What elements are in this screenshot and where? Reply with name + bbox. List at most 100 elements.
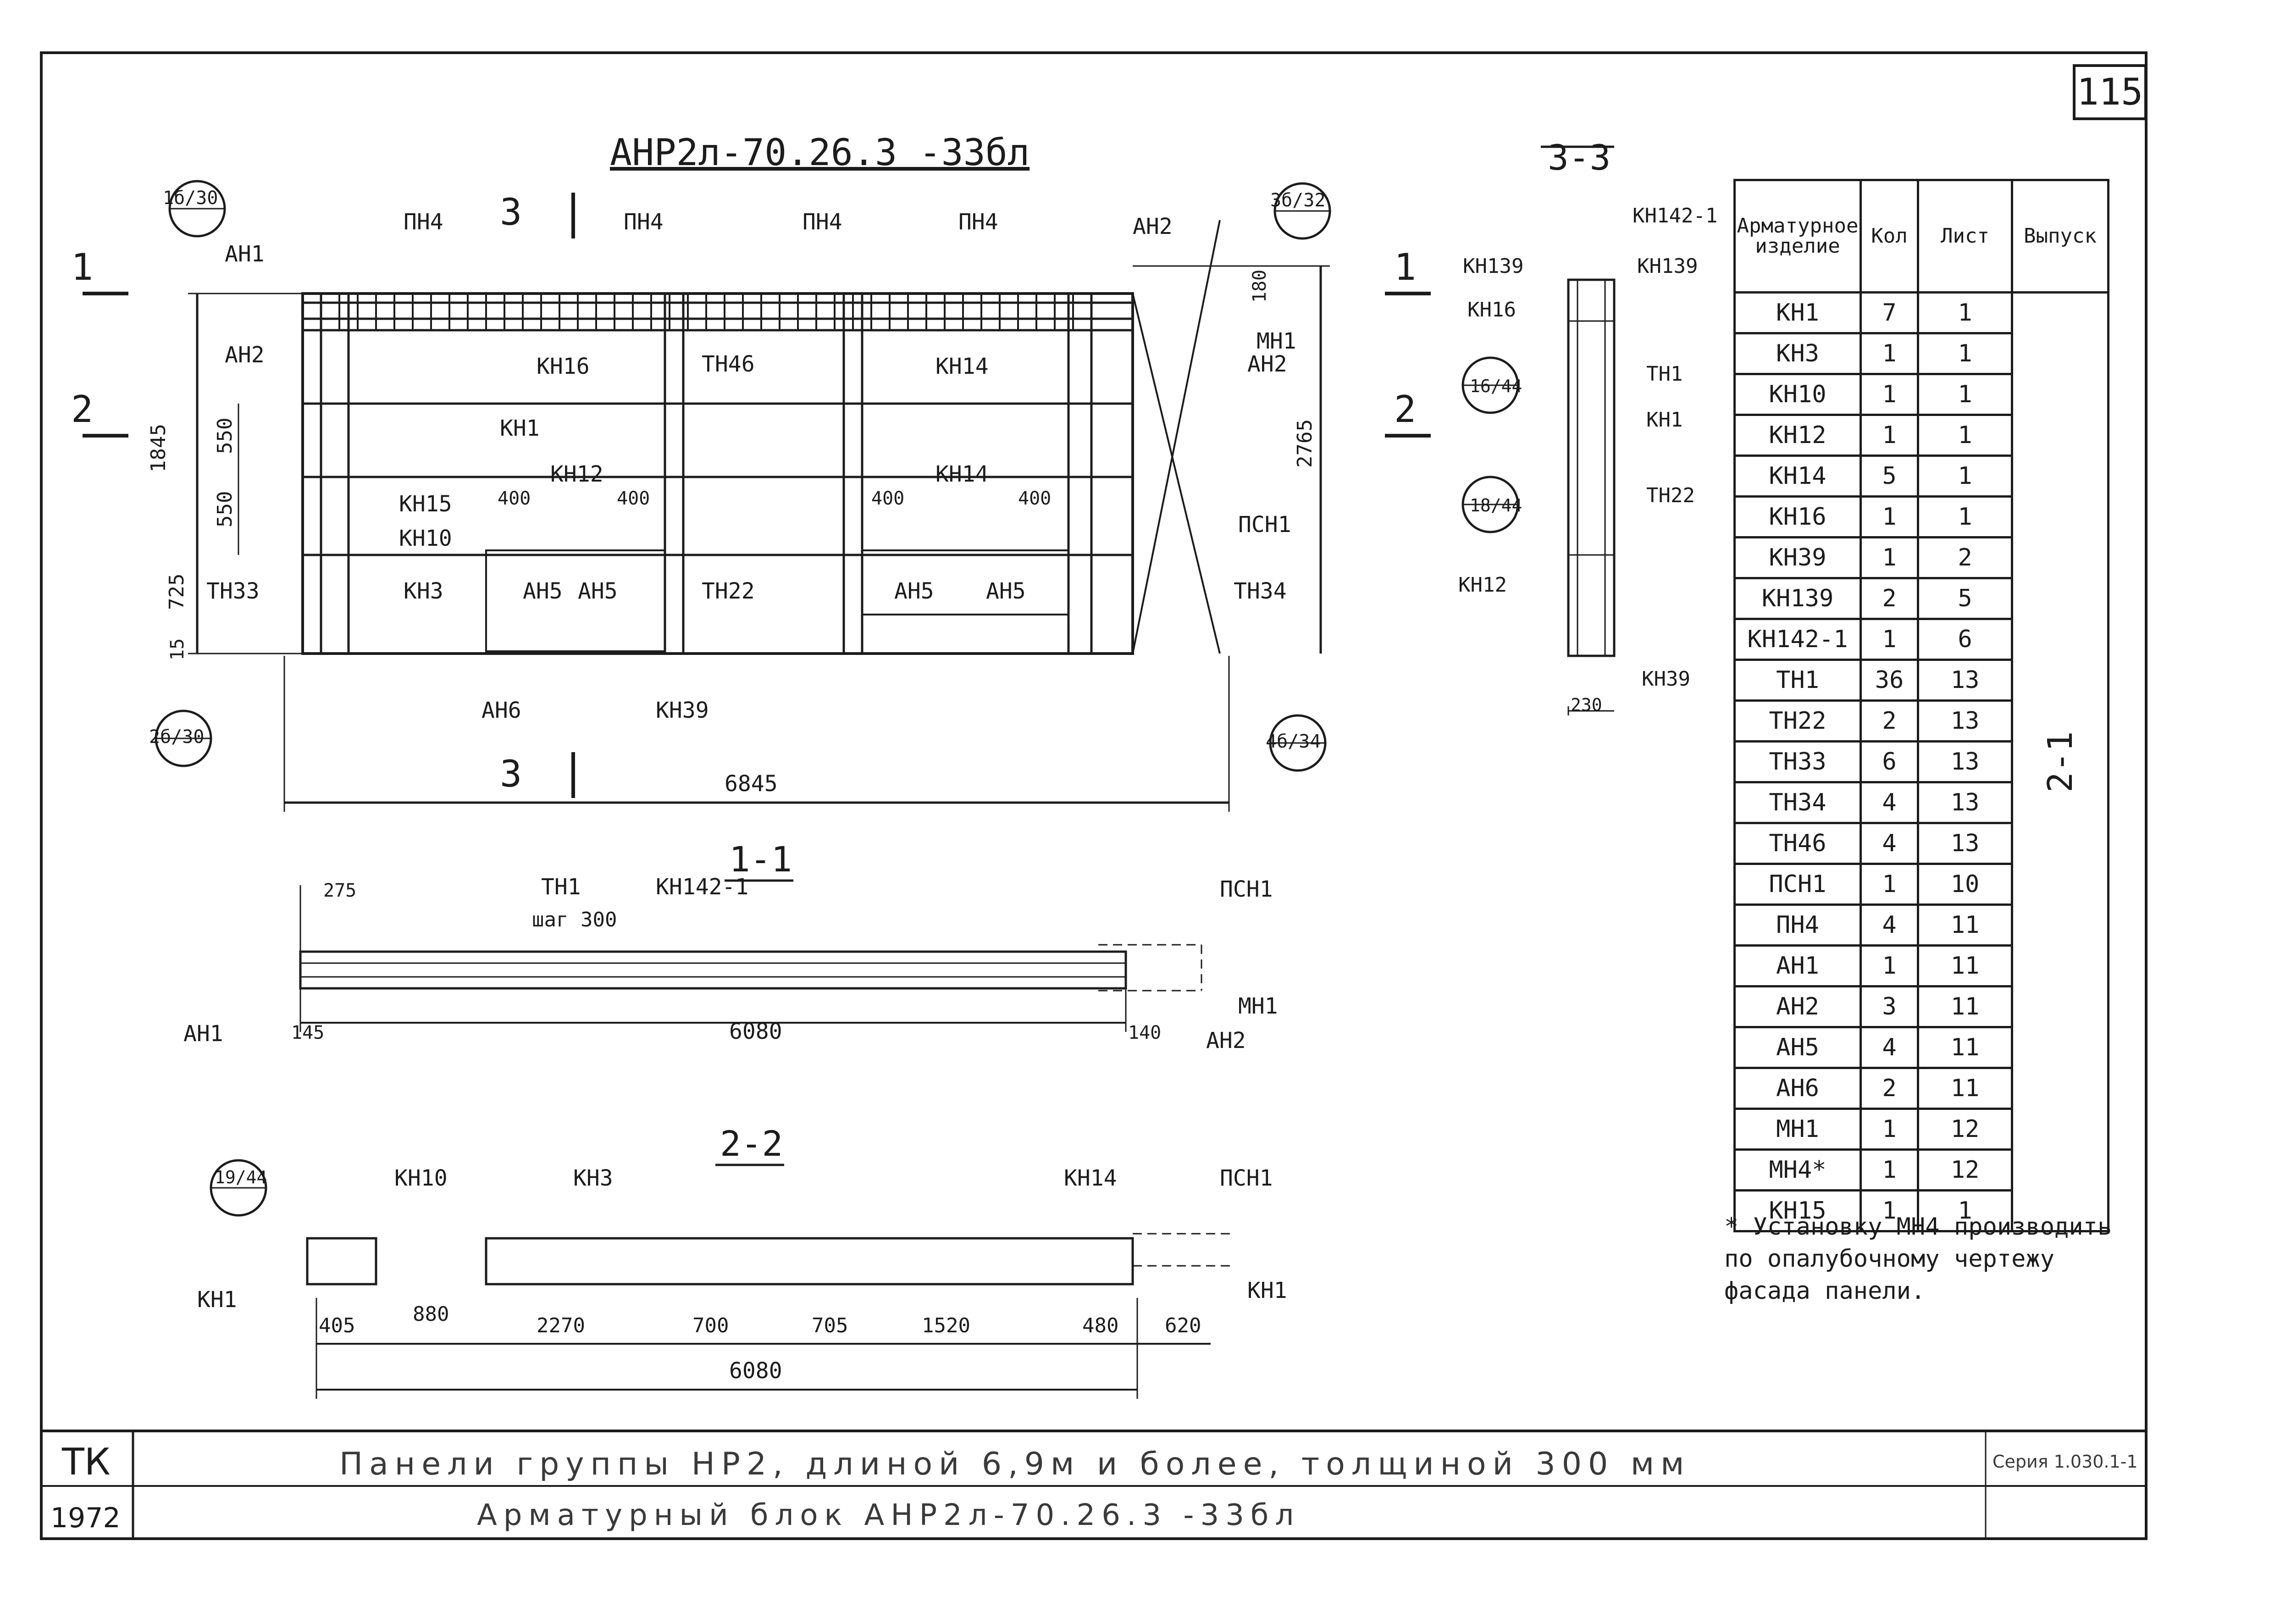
section-1-1-view	[299, 879, 1202, 1032]
spec-sheet-cell: 1	[1917, 291, 2013, 334]
s33-label-tn22: ТН22	[1646, 484, 1695, 507]
s11-label-mn1: МН1	[1238, 993, 1278, 1019]
spec-qty-cell: 1	[1860, 414, 1919, 457]
spec-qty-cell: 36	[1860, 659, 1919, 702]
spec-qty-cell: 1	[1860, 373, 1919, 416]
s11-dim-140: 140	[1128, 1022, 1161, 1043]
s11-label-psn1: ПСН1	[1220, 876, 1273, 902]
spec-sheet-cell: 11	[1917, 903, 2013, 947]
s22-label-kn14: КН14	[1064, 1165, 1117, 1191]
s22-dim-6080: 6080	[729, 1358, 782, 1384]
spec-item-cell: КН39	[1733, 536, 1862, 579]
label-mn1: МН1	[1256, 328, 1296, 354]
stamp-line1: Панели группы НР2, длиной 6,9м и более, …	[339, 1446, 1690, 1482]
ref-circle-1b30: 1б/30	[163, 188, 218, 209]
s22-dim-700: 700	[692, 1314, 729, 1337]
spec-item-cell: КН10	[1733, 373, 1862, 416]
spec-sheet-cell: 11	[1917, 985, 2013, 1028]
s33-label-kn16: КН16	[1467, 298, 1516, 321]
s22-dim-405: 405	[319, 1314, 355, 1337]
section-mark-2-right: 2	[1394, 388, 1416, 431]
label-tn34: ТН34	[1234, 578, 1287, 604]
section-mark-3-bottom: 3	[500, 753, 522, 795]
label-pn4-4: ПН4	[958, 209, 998, 235]
section-mark-2-left: 2	[71, 388, 93, 431]
s33-ref-16-44: 16/44	[1470, 376, 1522, 396]
section-mark-3-top: 3	[500, 191, 522, 233]
label-kn14-1: КН14	[935, 354, 989, 379]
spec-issue-cell: 2-1	[2012, 292, 2109, 1231]
spec-sheet-cell: 10	[1917, 863, 2013, 906]
spec-header-issue: Выпуск	[2011, 179, 2109, 294]
label-an5-1: АН5	[523, 578, 563, 604]
s33-label-kn1: КН1	[1646, 408, 1683, 432]
spec-item-cell: КН1	[1733, 291, 1862, 334]
spec-sheet-cell: 13	[1917, 699, 2013, 743]
label-kn1: КН1	[500, 416, 540, 441]
spec-sheet-cell: 13	[1917, 740, 2013, 783]
spec-item-cell: АН6	[1733, 1067, 1862, 1110]
s11-label-tn1: ТН1	[541, 874, 581, 900]
section-3-3-view	[1461, 145, 1616, 715]
s33-label-kn39: КН39	[1642, 667, 1690, 691]
ref-circle-4b34: 4б/34	[1266, 731, 1321, 752]
s22-dim-705: 705	[812, 1314, 848, 1337]
spec-item-cell: АН2	[1733, 985, 1862, 1028]
s33-label-kn139-left: КН139	[1463, 255, 1523, 278]
section-2-2-title: 2-2	[720, 1123, 783, 1164]
section-mark-1-right: 1	[1394, 246, 1416, 288]
dim-6845: 6845	[725, 771, 778, 797]
ref-circle-3b32: 3б/32	[1270, 190, 1325, 211]
spec-item-cell: ПН4	[1733, 903, 1862, 947]
spec-sheet-cell: 1	[1917, 373, 2013, 416]
spec-qty-cell: 1	[1860, 1189, 1919, 1232]
spec-item-cell: КН15	[1733, 1189, 1862, 1232]
section-1-1-title: 1-1	[729, 839, 792, 880]
label-an2-left: АН2	[225, 342, 265, 368]
dim-725: 725	[165, 574, 188, 610]
s22-dim-2270: 2270	[537, 1314, 585, 1337]
spec-qty-cell: 4	[1860, 1026, 1919, 1069]
spec-sheet-cell: 1	[1917, 414, 2013, 457]
spec-item-cell: ТН46	[1733, 822, 1862, 865]
s22-label-kn3: КН3	[573, 1165, 613, 1191]
dim-400-3: 400	[871, 488, 904, 509]
spec-qty-cell: 2	[1860, 699, 1919, 743]
section-2-2-view	[210, 1159, 1234, 1399]
dim-400-1: 400	[498, 488, 531, 509]
spec-sheet-cell: 11	[1917, 944, 2013, 987]
title-block	[41, 1430, 2146, 1539]
spec-qty-cell: 1	[1860, 863, 1919, 906]
spec-sheet-cell: 13	[1917, 822, 2013, 865]
spec-item-cell: ТН34	[1733, 781, 1862, 824]
label-kn12: КН12	[550, 461, 603, 487]
spec-qty-cell: 5	[1860, 454, 1919, 498]
spec-item-cell: ТН33	[1733, 740, 1862, 783]
s11-label-kn142-1: КН142-1	[656, 874, 748, 900]
spec-qty-cell: 1	[1860, 332, 1919, 375]
s33-label-kn139-right: КН139	[1637, 255, 1698, 278]
label-kn14-2: КН14	[935, 461, 989, 487]
elevation-view	[83, 180, 1431, 812]
label-tn22: ТН22	[702, 578, 755, 604]
dim-15: 15	[167, 638, 188, 660]
label-an5-2: АН5	[578, 578, 618, 604]
spec-sheet-cell: 13	[1917, 781, 2013, 824]
spec-item-cell: КН14	[1733, 454, 1862, 498]
spec-sheet-cell: 2	[1917, 536, 2013, 579]
spec-header-qty: Кол	[1860, 179, 1919, 294]
